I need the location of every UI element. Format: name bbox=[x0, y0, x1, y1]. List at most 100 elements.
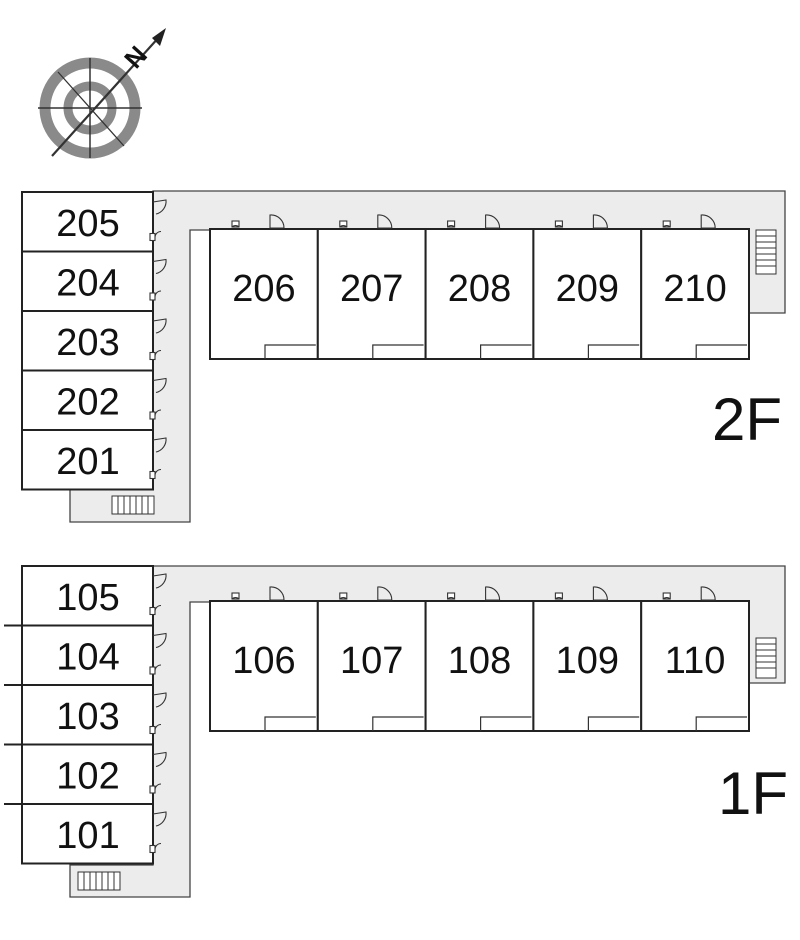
unit-103: 103 bbox=[4, 684, 167, 746]
unit-label-110: 110 bbox=[665, 640, 726, 682]
unit-label-107: 107 bbox=[340, 640, 403, 682]
corridor-1f bbox=[69, 565, 786, 898]
unit-label-206: 206 bbox=[232, 268, 295, 310]
stairs-1f-right-icon bbox=[755, 637, 777, 679]
balcony-outline bbox=[480, 344, 532, 359]
compass-icon: N bbox=[38, 28, 166, 159]
unit-210: 210 bbox=[640, 214, 751, 360]
unit-102-outline bbox=[21, 743, 154, 805]
right-units-1f: 106 107 108 109 110 bbox=[209, 586, 751, 732]
unit-label-209: 209 bbox=[556, 268, 619, 310]
door-icon bbox=[149, 632, 167, 675]
stairs-1f-left-icon bbox=[77, 871, 121, 891]
door-icon bbox=[447, 214, 501, 229]
unit-205-outline bbox=[21, 191, 154, 253]
unit-108: 108 bbox=[424, 586, 535, 732]
unit-label-105: 105 bbox=[56, 577, 119, 619]
door-icon bbox=[662, 586, 716, 601]
door-icon bbox=[662, 214, 716, 229]
unit-201-outline bbox=[21, 429, 154, 491]
unit-label-208: 208 bbox=[448, 268, 511, 310]
door-icon bbox=[231, 214, 285, 229]
unit-label-104: 104 bbox=[56, 636, 119, 678]
unit-202-outline bbox=[21, 369, 154, 431]
unit-101: 101 bbox=[4, 803, 167, 865]
unit-207: 207 bbox=[316, 214, 427, 360]
balcony-outline bbox=[372, 344, 424, 359]
right-units-2f: 206 207 208 209 210 bbox=[209, 214, 751, 360]
stairs-2f-left-icon bbox=[111, 495, 155, 515]
door-icon bbox=[149, 258, 167, 301]
unit-label-204: 204 bbox=[56, 262, 119, 304]
unit-label-207: 207 bbox=[340, 268, 403, 310]
unit-101-outline bbox=[21, 803, 154, 865]
unit-110: 110 bbox=[640, 586, 751, 732]
floor-label-1f: 1F bbox=[718, 760, 788, 827]
left-units-1f: 105 104 103 102 101 bbox=[4, 565, 167, 865]
unit-105: 105 bbox=[21, 565, 167, 627]
unit-104-outline bbox=[21, 624, 154, 686]
unit-label-109: 109 bbox=[556, 640, 619, 682]
balcony-outline bbox=[587, 344, 640, 359]
unit-104: 104 bbox=[4, 624, 167, 686]
balcony-outline bbox=[695, 716, 747, 731]
door-icon bbox=[339, 214, 393, 229]
floor-1f: 105 104 103 102 101 106 107 108 109 110 1F bbox=[4, 565, 788, 898]
unit-206-outline bbox=[209, 228, 319, 360]
unit-103-outline bbox=[21, 684, 154, 746]
unit-202: 202 bbox=[21, 369, 167, 431]
door-icon bbox=[149, 751, 167, 794]
unit-203: 203 bbox=[21, 310, 167, 372]
unit-206: 206 bbox=[209, 214, 319, 360]
unit-110-outline bbox=[640, 600, 751, 732]
door-icon bbox=[149, 318, 167, 361]
unit-107: 107 bbox=[316, 586, 427, 732]
floor-label-2f: 2F bbox=[712, 386, 782, 453]
unit-205: 205 bbox=[21, 191, 167, 253]
unit-106: 106 bbox=[209, 586, 319, 732]
unit-label-101: 101 bbox=[56, 815, 119, 857]
balcony-outline bbox=[480, 716, 532, 731]
stairs-2f-right-icon bbox=[755, 229, 777, 275]
unit-label-203: 203 bbox=[56, 322, 119, 364]
balcony-outline bbox=[695, 344, 747, 359]
door-icon bbox=[231, 586, 285, 601]
balcony-outline bbox=[264, 344, 316, 359]
compass-north-label: N bbox=[118, 40, 153, 74]
door-icon bbox=[149, 437, 167, 480]
door-icon bbox=[554, 214, 608, 229]
unit-109: 109 bbox=[532, 586, 643, 732]
floor-2f: 205 204 203 202 201 206 207 208 209 210 2F bbox=[21, 190, 786, 523]
unit-label-201: 201 bbox=[56, 441, 119, 483]
door-icon bbox=[447, 586, 501, 601]
door-icon bbox=[339, 586, 393, 601]
door-icon bbox=[149, 377, 167, 420]
door-icon bbox=[149, 811, 167, 854]
door-icon bbox=[149, 199, 167, 242]
unit-210-outline bbox=[640, 228, 751, 360]
unit-label-108: 108 bbox=[448, 640, 511, 682]
unit-label-202: 202 bbox=[56, 381, 119, 423]
unit-label-205: 205 bbox=[56, 203, 119, 245]
unit-108-outline bbox=[424, 600, 535, 732]
unit-105-outline bbox=[21, 565, 154, 627]
door-icon bbox=[149, 692, 167, 735]
balcony-outline bbox=[587, 716, 640, 731]
unit-208-outline bbox=[424, 228, 535, 360]
unit-204: 204 bbox=[21, 250, 167, 312]
unit-209: 209 bbox=[532, 214, 643, 360]
unit-label-210: 210 bbox=[663, 268, 726, 310]
door-icon bbox=[149, 573, 167, 616]
door-icon bbox=[554, 586, 608, 601]
balcony-outline bbox=[264, 716, 316, 731]
unit-label-106: 106 bbox=[232, 640, 295, 682]
unit-201: 201 bbox=[21, 429, 167, 491]
unit-109-outline bbox=[532, 600, 643, 732]
unit-208: 208 bbox=[424, 214, 535, 360]
unit-106-outline bbox=[209, 600, 319, 732]
unit-label-102: 102 bbox=[56, 755, 119, 797]
balcony-outline bbox=[372, 716, 424, 731]
left-units-2f: 205 204 203 202 201 bbox=[21, 191, 167, 491]
unit-label-103: 103 bbox=[56, 696, 119, 738]
